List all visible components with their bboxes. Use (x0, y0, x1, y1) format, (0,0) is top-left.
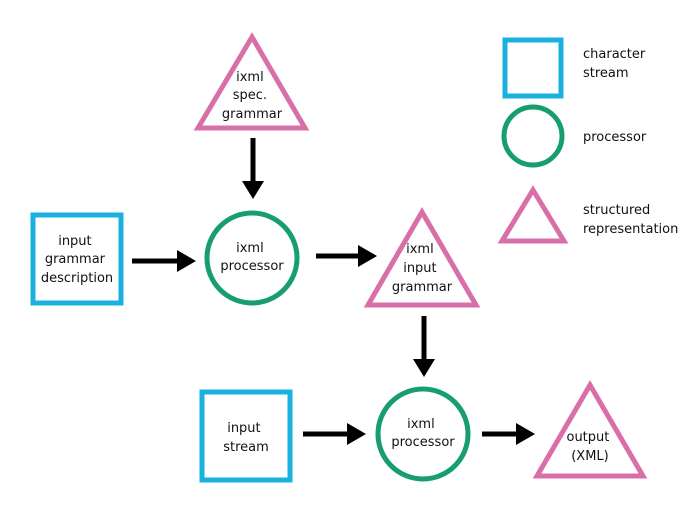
circle-icon (501, 104, 565, 168)
square-shape (199, 389, 293, 483)
circle-shape (375, 386, 471, 482)
square-shape (30, 212, 124, 306)
legend: character stream processor structured re… (497, 37, 678, 244)
node-label: output (XML) (566, 430, 613, 464)
input-grammar-node: ixml input grammar (363, 207, 481, 308)
triangle-shape (532, 380, 648, 479)
spec-grammar-node: ixml spec. grammar (193, 32, 310, 131)
output-xml-node: output (XML) (532, 380, 648, 479)
legend-label: structured representation (583, 203, 678, 237)
legend-processor: processor (501, 104, 647, 168)
square-icon (502, 37, 564, 99)
triangle-shape (193, 32, 310, 131)
triangle-shape (363, 207, 481, 308)
processor-1-node: ixml processor (204, 210, 300, 306)
circle-shape (204, 210, 300, 306)
node-label: ixml processor (220, 241, 284, 274)
node-label: ixml spec. grammar (222, 70, 283, 122)
arrow-processor-to-output (482, 423, 535, 445)
arrow-input-grammar-to-processor (413, 316, 435, 377)
node-label: input grammar description (41, 234, 113, 286)
legend-label: processor (583, 130, 647, 145)
legend-label: character stream (583, 47, 649, 81)
arrow-spec-to-processor (242, 138, 264, 199)
node-label: ixml input grammar (392, 242, 453, 295)
input-stream-node: input stream (199, 389, 293, 483)
arrow-processor-to-input-grammar (316, 245, 377, 267)
node-label: ixml processor (391, 417, 455, 450)
input-grammar-description-node: input grammar description (30, 212, 124, 306)
arrow-description-to-processor (132, 250, 196, 272)
arrow-stream-to-processor (303, 423, 366, 445)
legend-structured-representation: structured representation (497, 185, 678, 244)
legend-character-stream: character stream (502, 37, 649, 99)
triangle-icon (497, 185, 569, 244)
processor-2-node: ixml processor (375, 386, 471, 482)
node-label: input stream (223, 421, 269, 455)
